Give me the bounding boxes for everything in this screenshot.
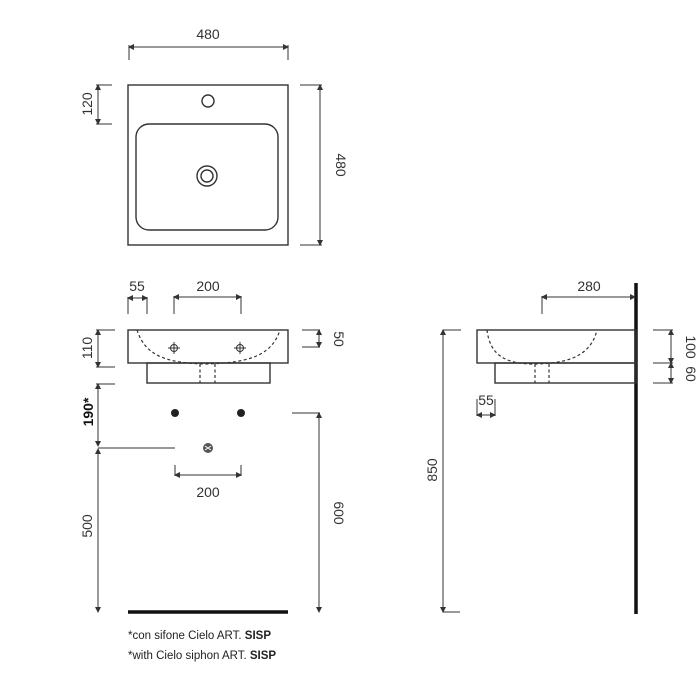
depth-label: 480	[333, 153, 349, 177]
siphon-label: 190*	[80, 397, 96, 426]
projection-label: 280	[577, 278, 601, 294]
note-text: *con sifone Cielo ART.	[128, 630, 242, 642]
side-offset-label: 55	[478, 392, 494, 408]
note-text: *with Cielo siphon ART.	[128, 650, 247, 662]
shelf-height-label: 60	[683, 366, 699, 382]
basin-front	[127, 329, 289, 364]
note-english: *with Cielo siphon ART. SISP	[128, 650, 276, 662]
tap-hole-marker-right	[234, 342, 246, 354]
wall-fixing-right	[237, 409, 245, 417]
tap-spacing-label: 200	[196, 278, 220, 294]
tap-hole	[201, 94, 215, 108]
note-code: SISP	[244, 630, 271, 642]
width-label: 480	[196, 26, 220, 42]
side-view: 280 850 100 60 55	[424, 278, 699, 614]
tap-offset-label: 120	[79, 92, 95, 116]
bowl-outline	[135, 123, 279, 231]
bowl-depth-label: 50	[331, 331, 347, 347]
note-code: SISP	[249, 650, 277, 662]
shelf-front	[146, 362, 271, 384]
basin-outline-top	[127, 84, 289, 246]
fixing-height-label: 600	[331, 501, 347, 525]
tap-hole-marker-left	[168, 342, 180, 354]
note-italian: *con sifone Cielo ART. SISP	[128, 630, 271, 642]
front-view: 55 200 110 50 190* 200 500 600	[79, 278, 347, 614]
basin-side	[476, 329, 637, 364]
wall-fixing-left	[171, 409, 179, 417]
top-view: 480 120 480	[79, 26, 349, 246]
basin-height-label: 110	[79, 337, 95, 360]
top-height-label: 850	[424, 458, 440, 482]
fixing-spacing-label: 200	[196, 484, 220, 500]
drain-inner	[200, 169, 214, 183]
drain-outer	[196, 165, 218, 187]
side-basin-height-label: 100	[683, 335, 699, 359]
waste-height-label: 500	[79, 514, 95, 538]
overflow-offset-label: 55	[129, 278, 145, 294]
shelf-side	[494, 362, 637, 384]
